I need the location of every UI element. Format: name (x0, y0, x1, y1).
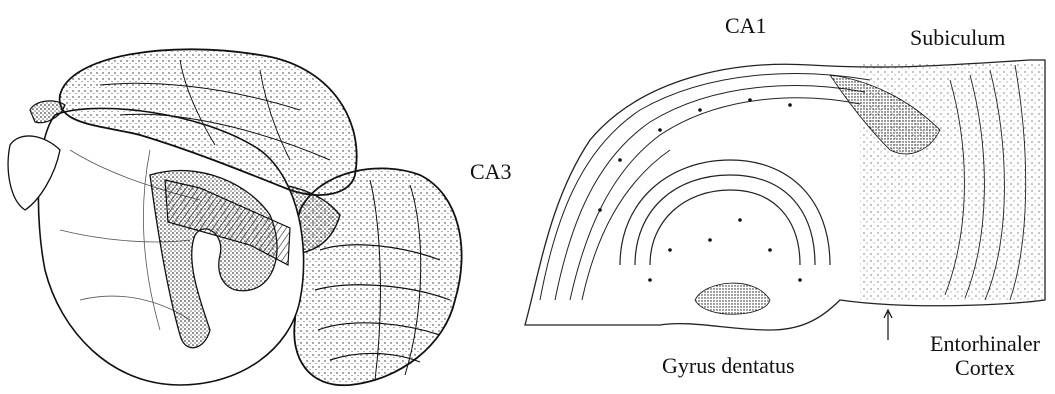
label-ca1: CA1 (725, 14, 767, 38)
brain-drawing (0, 0, 470, 394)
label-entorhinal-line1: Entorhinaler (918, 332, 1052, 356)
label-entorhinal-cortex: Entorhinaler Cortex (918, 332, 1052, 380)
label-entorhinal-line2: Cortex (918, 356, 1052, 380)
label-gyrus-dentatus: Gyrus dentatus (662, 354, 795, 378)
label-ca3: CA3 (470, 160, 512, 184)
brain-illustration (0, 0, 470, 394)
label-subiculum: Subiculum (910, 26, 1005, 50)
entorhinal-arrow-icon (884, 310, 892, 340)
